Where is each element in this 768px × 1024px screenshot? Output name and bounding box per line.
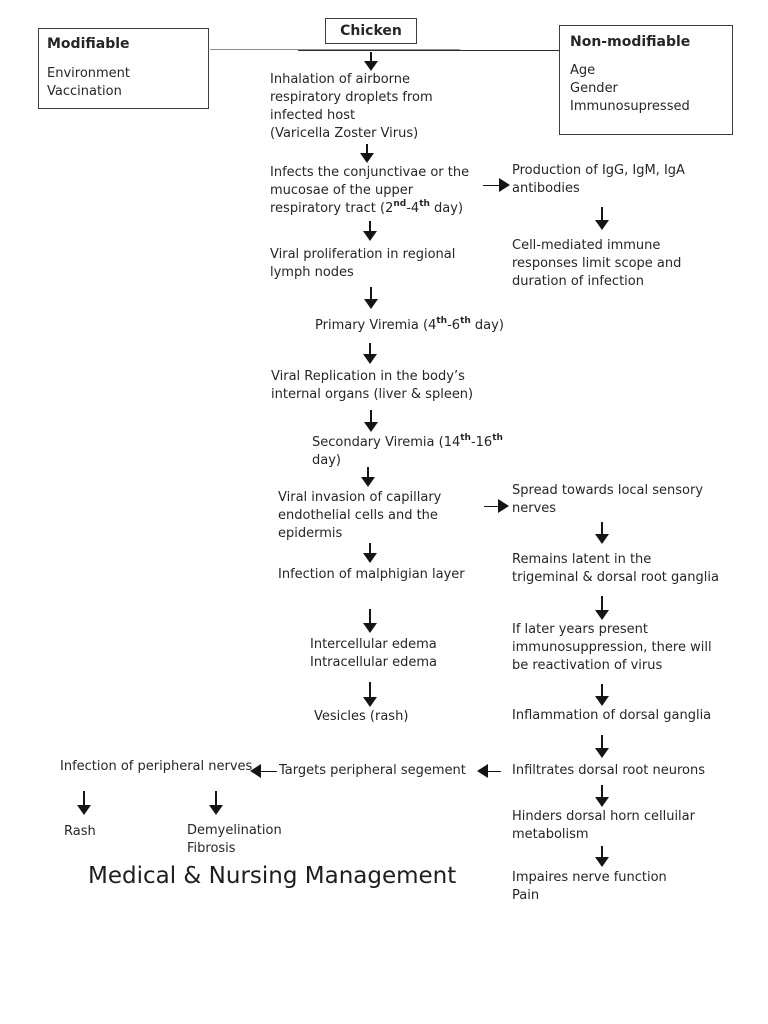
non-modifiable-title: Non-modifiable [570, 34, 691, 50]
arrow-down-icon [363, 343, 377, 364]
arrow-down-icon [595, 684, 609, 706]
connector-line-dark [298, 50, 559, 51]
chicken-title: Chicken [340, 23, 402, 39]
node-remains-latent: Remains latent in the trigeminal & dorsa… [512, 552, 719, 585]
node-edema: Intercellular edema Intracellular edema [310, 637, 438, 670]
node-inflammation: Inflammation of dorsal ganglia [512, 708, 712, 723]
non-modifiable-item: Age [570, 63, 596, 78]
arrow-down-icon [595, 735, 609, 758]
arrow-down-icon [595, 522, 609, 544]
node-primary-viremia: Primary Viremia (4th-6th day) [315, 315, 504, 333]
arrow-down-icon [595, 207, 609, 230]
node-malphigian: Infection of malphigian layer [278, 567, 465, 582]
node-infiltrates: Infiltrates dorsal root neurons [512, 763, 706, 778]
arrow-down-icon [361, 467, 375, 487]
arrow-down-icon [363, 609, 377, 633]
modifiable-box: Modifiable Environment Vaccination [38, 28, 209, 109]
node-demyelination: Demyelination Fibrosis [187, 823, 282, 856]
arrow-left-icon [250, 764, 277, 778]
arrow-down-icon [363, 543, 377, 563]
modifiable-item: Vaccination [47, 84, 122, 99]
page-title: Medical & Nursing Management [88, 863, 457, 889]
node-reactivation: If later years present immunosuppression… [512, 622, 712, 673]
arrow-down-icon [209, 791, 223, 815]
node-inhalation: Inhalation of airborne respiratory dropl… [270, 72, 433, 141]
non-modifiable-item: Gender [570, 81, 618, 96]
arrow-down-icon [364, 287, 378, 309]
chicken-box: Chicken [325, 18, 417, 44]
arrow-right-icon [483, 178, 510, 192]
arrow-down-icon [595, 846, 609, 867]
arrow-down-icon [360, 144, 374, 163]
connector-line-gray [210, 49, 460, 50]
modifiable-title: Modifiable [47, 36, 130, 52]
node-infects: Infects the conjunctivae or the mucosae … [270, 165, 470, 216]
node-cell-mediated: Cell-mediated immune responses limit sco… [512, 238, 682, 289]
arrow-down-icon [364, 52, 378, 71]
node-spread: Spread towards local sensory nerves [512, 483, 704, 516]
modifiable-item: Environment [47, 66, 131, 81]
non-modifiable-box: Non-modifiable Age Gender Immunosupresse… [559, 25, 733, 135]
arrow-down-icon [364, 410, 378, 432]
node-viral-proliferation: Viral proliferation in regional lymph no… [270, 247, 456, 280]
node-production: Production of IgG, IgM, IgA antibodies [512, 163, 685, 196]
node-hinders: Hinders dorsal horn celluilar metabolism [512, 809, 695, 842]
node-vesicles: Vesicles (rash) [314, 709, 409, 724]
node-viral-invasion: Viral invasion of capillary endothelial … [278, 490, 442, 541]
arrow-down-icon [77, 791, 91, 815]
node-peripheral-nerves: Infection of peripheral nerves [60, 759, 253, 774]
arrow-right-icon [484, 499, 509, 513]
node-viral-replication: Viral Replication in the body’s internal… [271, 369, 474, 402]
arrow-left-icon [477, 764, 501, 778]
arrow-down-icon [363, 682, 377, 707]
arrow-down-icon [363, 221, 377, 241]
arrow-down-icon [595, 596, 609, 620]
arrow-down-icon [595, 785, 609, 807]
node-secondary-viremia: Secondary Viremia (14th-16th day) [312, 432, 503, 468]
node-impaires: Impaires nerve function Pain [512, 870, 667, 903]
node-targets: Targets peripheral segement [279, 763, 466, 778]
node-rash: Rash [64, 824, 96, 839]
non-modifiable-item: Immunosupressed [570, 99, 690, 114]
